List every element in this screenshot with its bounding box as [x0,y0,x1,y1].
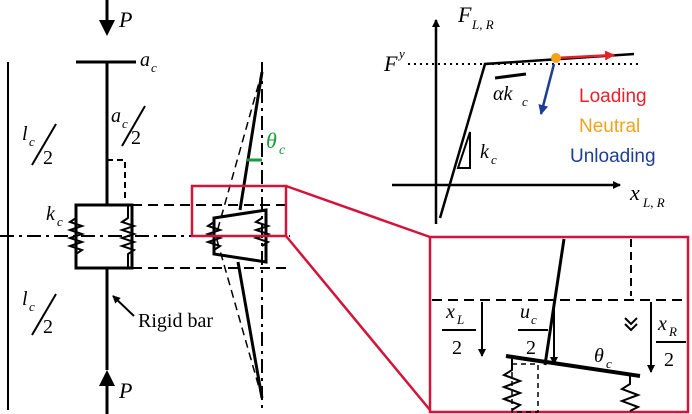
x-axis-label: x [629,180,640,205]
kc-label: k [46,203,56,225]
deformed-dashed-left-lower [216,239,263,399]
ac-half-denominator: 2 [131,127,141,149]
theta-inset-label-sub: c [606,356,612,371]
zoom-line-bottom [285,235,431,411]
xL-label: x [445,301,455,323]
ac-half-slash [121,105,146,147]
initial-slope-triangle [456,131,471,169]
lc-lower-label-sub: c [29,299,35,314]
lc-upper-label: l [22,123,28,145]
ac-half-label-sub: c [122,116,128,131]
xR-label: x [657,313,667,335]
chevron-down-icon [624,317,638,332]
zoom-line-top [285,184,431,239]
load-label-bottom: P [118,378,132,403]
xL-label-sub: L [456,312,464,327]
ac-label: a [140,49,150,71]
theta-inset-label: θ [594,345,604,367]
top-load-arrow [99,0,115,36]
deformed-spring-box [212,208,268,264]
lc-upper-label-sub: c [29,134,35,149]
inset-right-spring [619,374,641,412]
initial-slope-label: k [480,141,490,163]
unloading-arrow [538,63,556,115]
legend-neutral: Neutral [579,116,640,137]
column-model: P a c a c 2 k c l c 2 l [0,0,292,414]
yield-label: F [383,51,398,76]
legend-unloading: Unloading [570,146,656,167]
inset-detail: x L 2 u c 2 x R 2 θ c [428,235,690,414]
neutral-point [551,53,561,63]
lc-lower-label: l [22,288,28,310]
post-yield-slope-marker [494,72,527,80]
lc-lower-slash [31,293,57,336]
yield-label-sup: y [397,46,405,61]
lc-lower-denominator: 2 [43,316,53,338]
y-axis-label: F [457,2,472,27]
post-yield-slope-label-sub: c [522,94,528,109]
ac-half-label: a [111,105,121,127]
load-label-top: P [118,7,132,32]
theta-label-sub: c [279,143,286,158]
inset-tilted-plate [505,354,641,378]
lc-upper-slash [31,123,57,166]
loading-arrow [555,50,615,61]
inset-left-spring-guide [511,363,539,413]
force-displacement-graph: F L, R x L, R F y αk c k c Loading Neutr… [383,2,665,224]
xL-denominator: 2 [452,337,462,359]
theta-label: θ [266,128,277,153]
deformed-dashed-left [216,71,263,233]
inset-left-spring [501,358,523,411]
rigid-bar-pointer [112,295,135,317]
post-yield-slope-label: αk [493,83,513,105]
uc-label: u [520,301,530,323]
lc-upper-denominator: 2 [43,147,53,169]
rigid-bar-label: Rigid bar [138,310,213,332]
kc-label-sub: c [57,214,63,229]
uc-label-sub: c [531,312,537,327]
highlight-box [190,184,288,238]
x-axis-label-sub: L, R [642,195,665,210]
uc-denominator: 2 [526,337,536,359]
initial-slope-label-sub: c [491,152,497,167]
legend-loading: Loading [579,86,647,107]
y-axis-label-sub: L, R [471,17,494,32]
xR-denominator: 2 [664,349,674,371]
ac-half-dashed-marker [107,159,126,200]
deformed-lower-bar [236,261,264,399]
bottom-load-arrow [99,370,115,414]
ac-label-sub: c [151,60,157,75]
xR-label-sub: R [668,324,677,339]
deformed-right-spring [252,217,272,247]
